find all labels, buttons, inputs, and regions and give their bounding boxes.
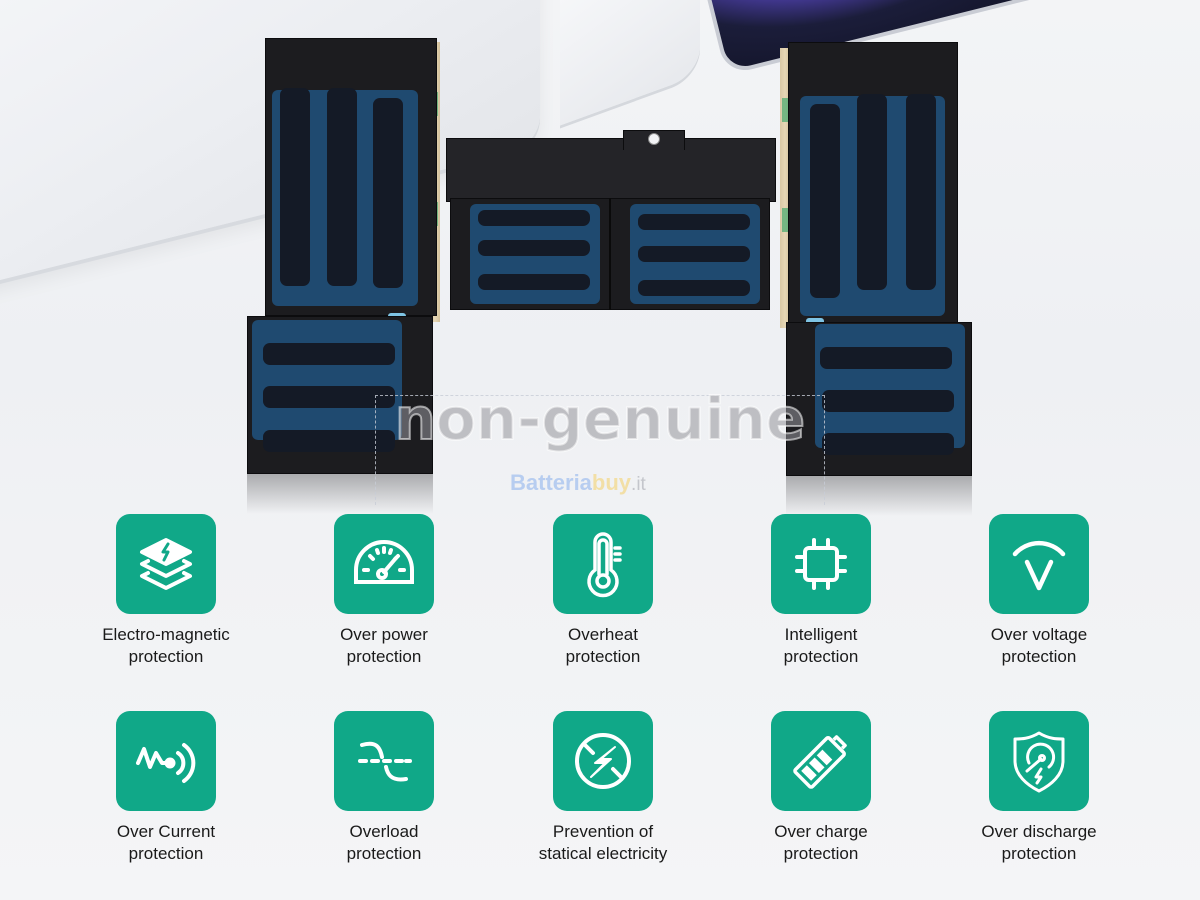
current-wave-icon — [116, 711, 216, 811]
battery-product-image — [247, 38, 972, 516]
watermark-frame — [375, 395, 825, 505]
overload-wave-icon — [334, 711, 434, 811]
watermark-text: non-genuine — [394, 384, 806, 454]
voltage-v-icon — [989, 514, 1089, 614]
speedometer-icon — [334, 514, 434, 614]
thermometer-icon — [553, 514, 653, 614]
electromagnetic-layers-icon — [116, 514, 216, 614]
chip-icon — [771, 514, 871, 614]
brand-logo: Batteriabuy.it — [510, 470, 646, 495]
no-static-icon — [553, 711, 653, 811]
kapton-tape-right — [780, 48, 790, 328]
battery-charge-icon — [771, 711, 871, 811]
cell-center-top — [446, 138, 776, 202]
shield-gauge-icon — [989, 711, 1089, 811]
